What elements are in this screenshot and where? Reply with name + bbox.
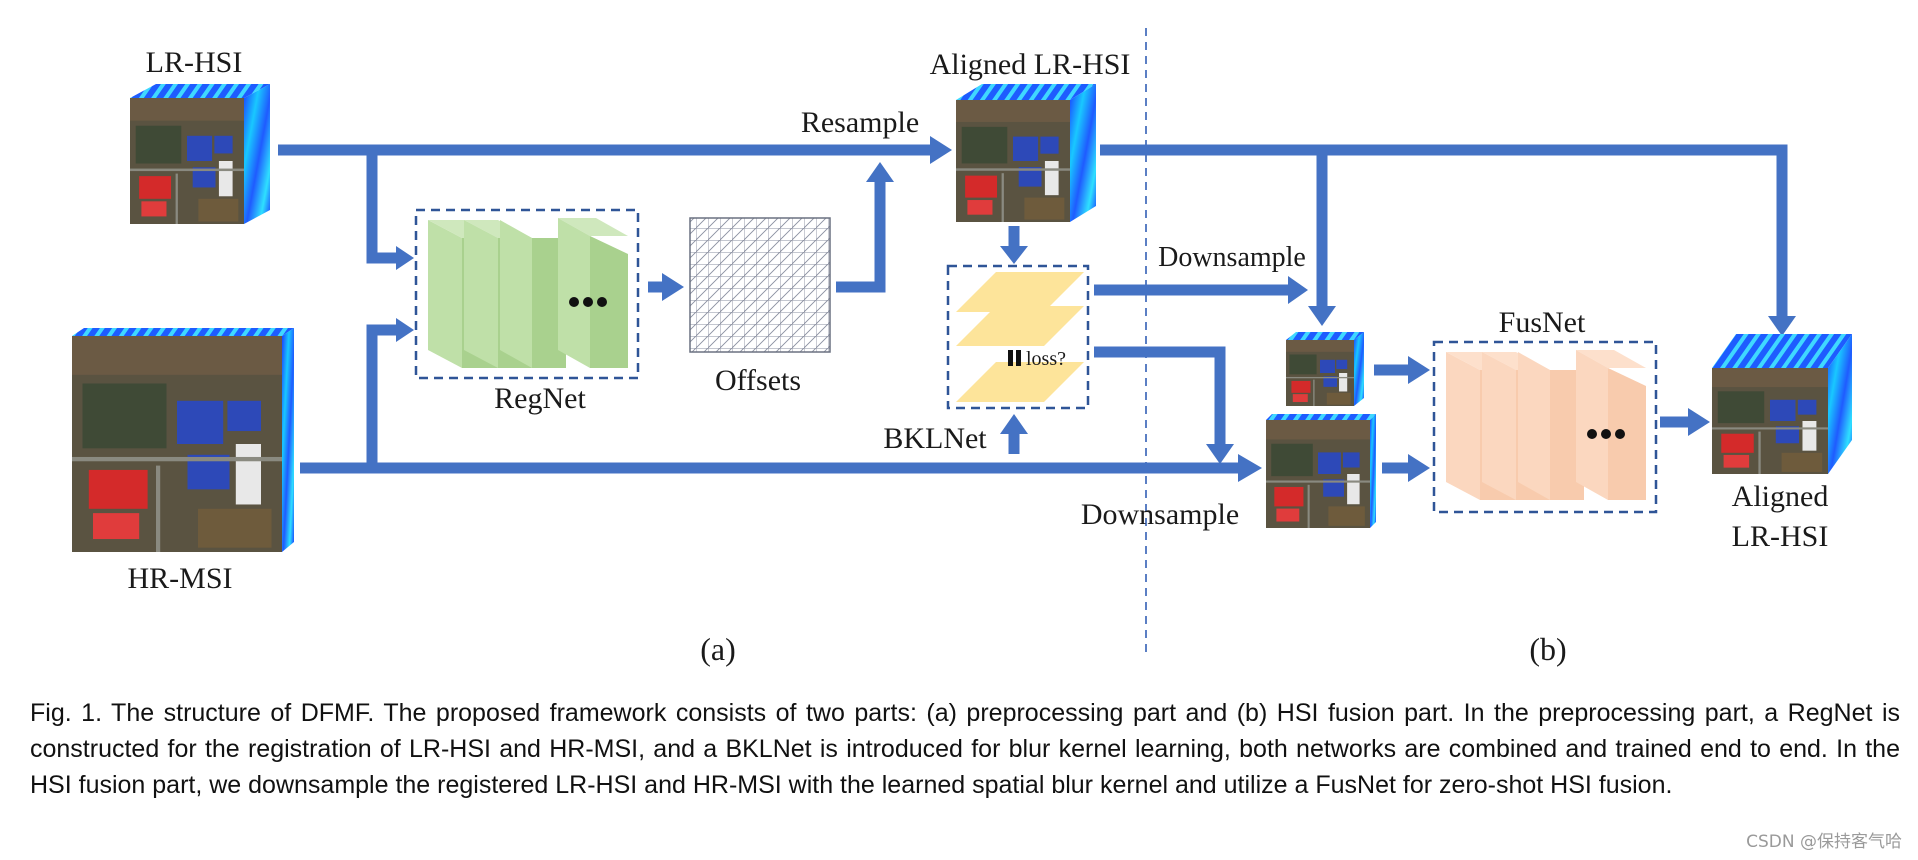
lr-hsi-label: LR-HSI bbox=[146, 46, 243, 79]
small-lr-hsi-cube bbox=[1286, 332, 1364, 406]
regnet-label: RegNet bbox=[494, 382, 586, 415]
regnet-box bbox=[414, 208, 640, 380]
bklnet-label: BKLNet bbox=[883, 422, 987, 455]
panel-b-label: (b) bbox=[1529, 631, 1566, 667]
output-label-line1: Aligned bbox=[1732, 480, 1829, 513]
bklnet-box bbox=[946, 264, 1090, 410]
hr-msi-label: HR-MSI bbox=[127, 562, 232, 595]
output-label-line2: LR-HSI bbox=[1732, 520, 1829, 553]
output-aligned-lr-hsi-cube bbox=[1712, 334, 1852, 474]
arrows-panel-b bbox=[1094, 144, 1788, 474]
loss-bar-2 bbox=[1016, 350, 1021, 366]
aligned-lr-hsi-label: Aligned LR-HSI bbox=[930, 48, 1131, 81]
offsets-label: Offsets bbox=[715, 364, 801, 397]
bklnet-layers bbox=[956, 272, 1084, 402]
downsample-bottom-label: Downsample bbox=[1081, 498, 1239, 531]
offsets-grid bbox=[689, 217, 831, 353]
arrowheads-panel-a bbox=[396, 136, 1028, 434]
small-hr-msi-cube bbox=[1266, 414, 1376, 528]
regnet-ellipsis bbox=[569, 297, 607, 307]
panel-a-label: (a) bbox=[700, 631, 736, 667]
watermark: CSDN @保持客气哈 bbox=[1746, 832, 1902, 852]
fusnet-layers bbox=[1446, 350, 1646, 500]
loss-bar-1 bbox=[1008, 350, 1013, 366]
hr-msi-cube bbox=[72, 328, 294, 552]
loss-label: loss? bbox=[1026, 348, 1066, 370]
downsample-top-label: Downsample bbox=[1158, 242, 1306, 273]
arrowheads-panel-b bbox=[1206, 276, 1796, 482]
framework-diagram: LR-HSI HR-MSI Resample bbox=[72, 28, 1852, 667]
resample-label: Resample bbox=[801, 106, 919, 139]
regnet-layers bbox=[428, 218, 628, 368]
figure-caption: Fig. 1. The structure of DFMF. The propo… bbox=[30, 699, 1900, 799]
lr-hsi-cube bbox=[130, 84, 270, 224]
fusnet-label: FusNet bbox=[1499, 306, 1586, 339]
aligned-lr-hsi-cube bbox=[956, 84, 1096, 222]
fusnet-box bbox=[1432, 340, 1658, 514]
arrows-panel-a bbox=[278, 144, 1240, 474]
fusnet-ellipsis bbox=[1587, 429, 1625, 439]
